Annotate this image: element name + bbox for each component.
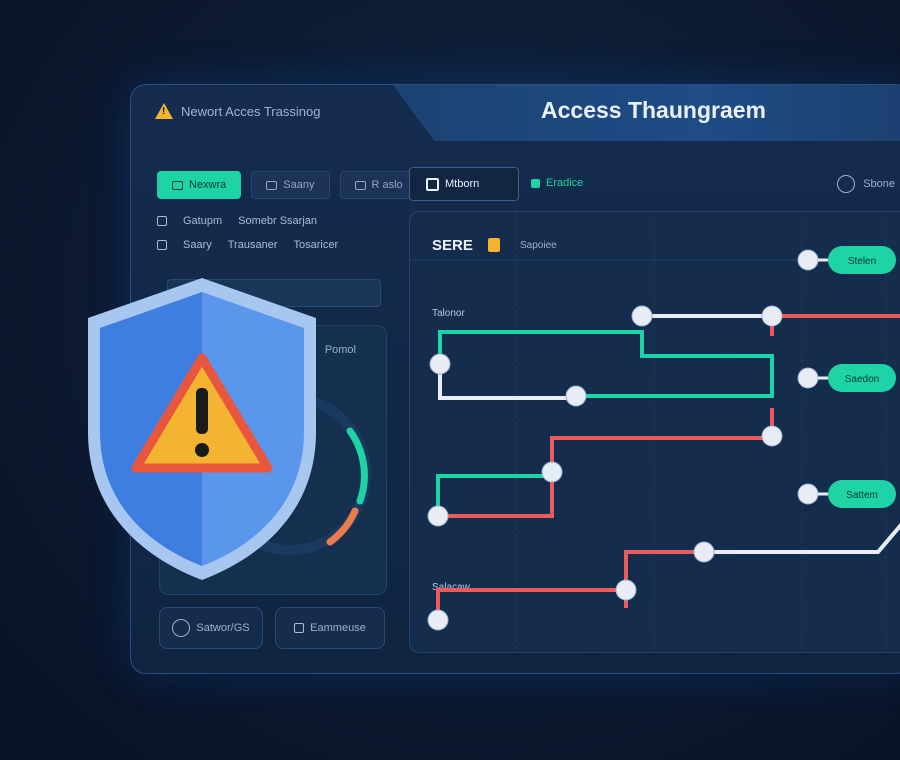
graph-node[interactable] [541,461,563,483]
graph-node[interactable] [615,579,637,601]
left-tabs: Nexwra Saany R aslo [157,171,418,199]
tab-label: R aslo [371,179,403,191]
list-item-value: Trausaner [227,239,278,251]
list-item-label: Gatupm [183,215,223,227]
settings-button[interactable]: Sbone [837,175,895,193]
tab-eradice[interactable]: Eradice [515,167,599,199]
grid [410,212,900,652]
pill-label: Saedon [845,374,879,385]
status-panel-title: Pomol [324,344,356,356]
list-item[interactable]: Saary Trausaner Tosaricer [157,239,338,251]
graph-node[interactable] [565,385,587,407]
tab-icon [266,180,278,190]
tab-label: Saany [283,179,315,191]
pill-label: Stelen [848,256,876,267]
tab-label: Mtborn [445,178,480,190]
tab-nexwra[interactable]: Nexwra [157,171,242,199]
graph-label-2: Salacaw [432,582,471,593]
link-red-5 [624,550,704,590]
link-green-2 [436,472,554,516]
button-label: Eammeuse [310,622,366,634]
box-icon [294,623,305,633]
box-icon [157,240,167,250]
graph-header-left: SERE [432,237,473,254]
graph-node[interactable] [797,367,819,389]
button-label: Satwor/GS [196,622,250,634]
graph-node[interactable] [427,609,449,631]
bottom-button-2[interactable]: Eammeuse [275,607,385,649]
window-small-title: Newort Acces Trassinog [155,103,320,119]
app-window: Newort Acces Trassinog Access Thaungraem… [130,84,900,674]
titlebar: Newort Acces Trassinog Access Thaungraem [131,85,900,141]
gear-icon [172,619,191,637]
graph-node[interactable] [693,541,715,563]
graph-node[interactable] [797,483,819,505]
link-green-1 [438,330,774,398]
list-item-label: Saary [183,239,212,251]
list-item-value: Somebr Ssarjan [238,215,318,227]
tab-icon [426,177,439,191]
settings-label: Sbone [863,178,895,190]
graph-header-right: Sapoiee [520,240,557,251]
graph-node[interactable] [761,305,783,327]
title-banner [393,85,900,141]
warning-icon [155,103,173,119]
graph-node[interactable] [631,305,653,327]
status-pill-2[interactable]: Saedon [818,364,896,392]
left-list: Gatupm Somebr Ssarjan Saary Trausaner To… [157,215,338,263]
tab-label: Eradice [546,177,584,189]
graph-node[interactable] [797,249,819,271]
graph-label-1: Talonor [432,308,465,319]
graph-nodes [427,249,819,631]
lock-icon [488,238,500,252]
status-pill-3[interactable]: Sattem [818,480,896,508]
status-pill-1[interactable]: Stelen [818,246,896,274]
tab-saany[interactable]: Saany [251,171,330,199]
link-red-3 [438,408,774,518]
small-title-text: Newort Acces Trassinog [181,103,321,119]
graph-node[interactable] [761,425,783,447]
graph-node[interactable] [429,353,451,375]
access-graph-panel: SERE Sapoiee Talonor Salacaw [409,211,900,653]
bottom-button-1[interactable]: Satwor/GS [159,607,263,649]
tab-icon [172,180,183,190]
link-red-4 [436,588,628,620]
access-graph: SERE Sapoiee Talonor Salacaw [410,212,900,652]
graph-node[interactable] [427,505,449,527]
list-item-value: Tosaricer [293,239,339,251]
tab-mtborn[interactable]: Mtborn [409,167,519,201]
page-title: Access Thaungraem [541,97,766,123]
shield-outline-icon [157,216,167,226]
tab-icon [354,180,366,190]
gear-icon [837,175,856,193]
tab-icon [531,178,540,188]
tab-label: Nexwra [189,179,227,191]
link-white-1 [438,364,576,400]
tab-raslo[interactable]: R aslo [339,171,418,199]
list-item[interactable]: Gatupm Somebr Ssarjan [157,215,338,227]
shield-warning-icon [88,278,316,580]
pill-label: Sattem [846,490,878,501]
link-white-3 [704,523,900,554]
